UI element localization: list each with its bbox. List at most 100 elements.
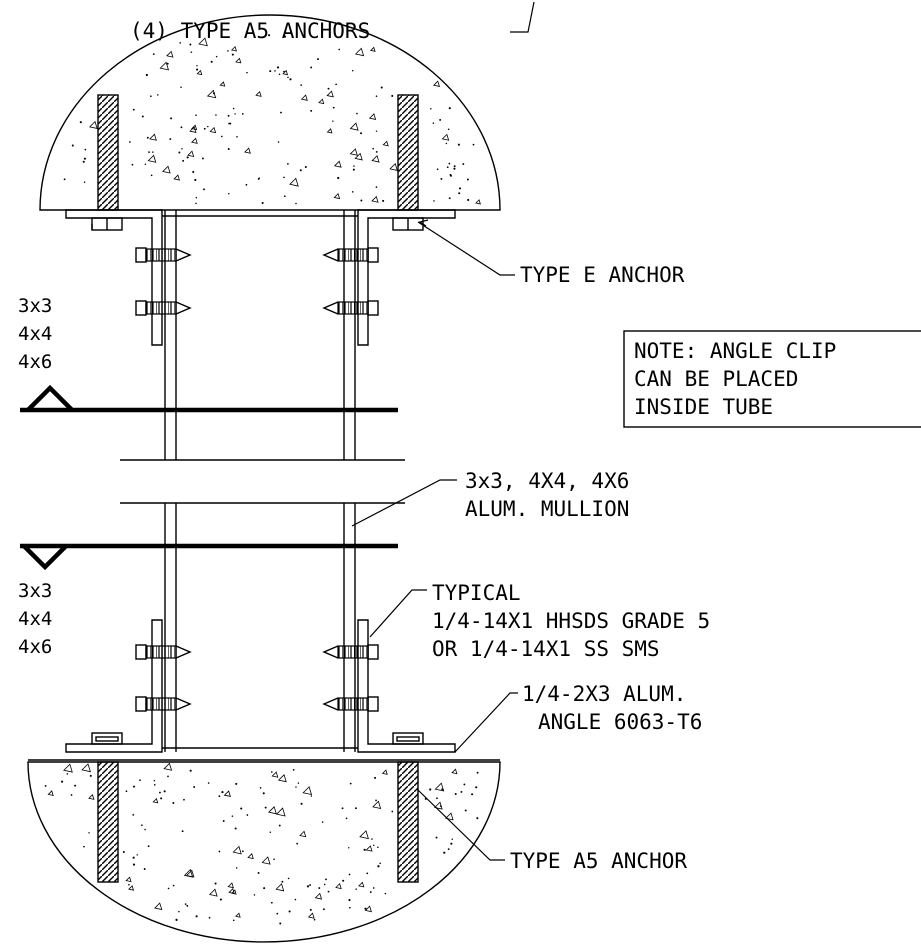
sand-dot [460,790,463,793]
sand-dot [443,851,446,854]
sand-dot [231,815,234,817]
aggregate-mark [209,126,217,134]
sand-dot [175,918,178,921]
sand-dot [172,802,175,804]
aggregate-mark [275,883,285,892]
aggregate-mark [189,126,197,133]
aggregate-mark [372,800,382,809]
bottom-right-angle-clip [357,619,456,753]
aggregate-mark [267,806,277,815]
sand-dot [193,786,196,788]
sand-dot [268,34,271,37]
sand-dot [236,136,238,138]
sand-dot [180,86,182,89]
sand-dot [279,922,282,925]
sand-dot [360,199,363,202]
size-upper-3: 4x6 [18,351,52,373]
aggregate-mark [255,90,262,97]
aggregate-mark [163,762,173,771]
sand-dot [246,814,249,816]
sand-dot [447,128,450,130]
sand-dot [235,867,238,869]
sand-dot [240,807,243,810]
aggregate-mark [191,137,198,144]
sand-dot [195,196,198,199]
sand-dot [232,919,235,922]
sand-dot [341,807,344,810]
sand-dot [435,836,438,839]
sand-dot [391,810,394,813]
sand-dot [210,60,213,63]
sand-dot [318,887,321,890]
aggregate-mark [166,50,174,58]
sand-dot [258,177,260,179]
aggregate-mark [289,177,299,187]
sand-dot [218,795,221,798]
sand-dot [215,114,217,116]
sand-dot [214,882,217,885]
screw-top-left-1 [135,247,192,263]
sand-dot [141,115,144,118]
aggregate-mark [185,869,195,878]
aggregate-mark [358,881,365,888]
leader-arrow-type-e [418,219,429,227]
sand-dot [276,912,279,915]
sand-dot [147,845,150,848]
sand-dot [287,163,289,165]
sand-dot [375,799,377,802]
sand-dot [364,907,367,910]
label-screw-spec-2: OR 1/4-14X1 SS SMS [432,637,660,661]
sand-dot [186,904,189,907]
sand-dot [335,83,337,86]
leader-typical [369,589,427,638]
sand-dot [159,791,161,794]
sand-dot [375,95,378,97]
sand-dot [446,166,449,169]
aggregate-mark [277,774,287,783]
sand-dot [278,73,281,76]
sand-dot [232,107,235,110]
sand-dot [433,200,435,202]
sand-dot [440,177,443,180]
aggregate-mark [300,94,308,101]
sand-dot [246,71,248,74]
label-bottom-anchor: TYPE A5 ANCHOR [510,849,687,873]
leader-angle [454,692,518,753]
aggregate-mark [244,147,251,154]
aggregate-mark [434,782,445,792]
sand-dot [178,910,180,913]
sand-dot [221,791,224,794]
sand-dot [348,847,350,849]
sand-dot [83,181,86,184]
sand-dot [271,771,273,773]
sand-dot [287,877,290,880]
screw-top-right-2 [322,300,379,316]
label-type-e-anchor: TYPE E ANCHOR [520,263,685,287]
aggregate-mark [282,69,289,76]
sand-dot [371,838,373,840]
sand-dot [276,66,280,69]
screw-top-left-2 [135,300,192,316]
sand-dot [273,858,275,861]
sand-dot [195,114,197,116]
sand-dot [309,884,311,886]
sand-dot [183,798,185,801]
sand-dot [283,195,286,198]
bottom-concrete-slab [27,761,501,943]
sand-dot [83,845,85,848]
sand-dot [227,114,230,117]
sand-dot [313,918,316,921]
bottom-left-hex-nut [91,732,123,745]
aggregate-mark [371,195,379,203]
aggregate-mark [368,113,377,120]
sand-dot [372,887,375,889]
sand-dot [450,842,453,845]
sand-dot [429,788,432,791]
sand-dot [448,162,451,165]
sand-dot [74,784,77,787]
sand-dot [141,824,143,827]
sand-dot [228,193,230,195]
sand-dot [219,898,222,901]
aggregate-mark [354,47,365,57]
aggregate-mark [444,812,454,821]
